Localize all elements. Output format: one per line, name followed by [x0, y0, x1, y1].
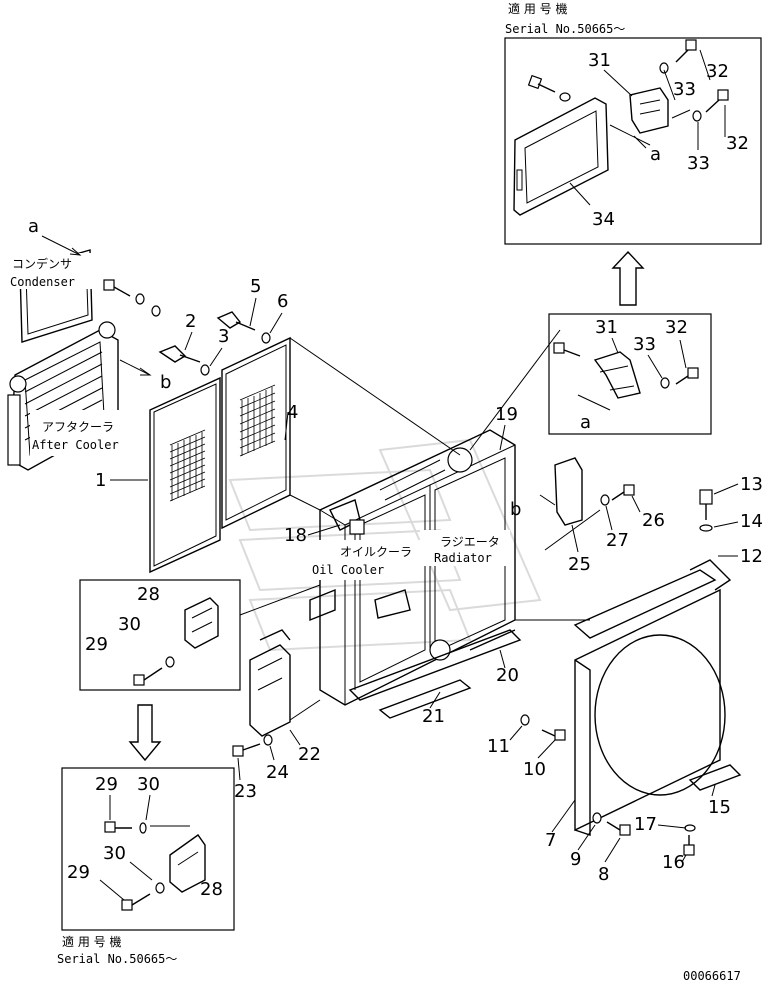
bracket-frame-34 [513, 97, 609, 216]
view-mark-b-left: b [160, 372, 171, 393]
bolt-condenser [103, 279, 161, 317]
label-26: 26 [642, 510, 665, 531]
middle-right-inset: a 31 32 33 [548, 313, 712, 435]
aftercooler-en: After Cooler [32, 438, 119, 452]
label-33-mid: 33 [633, 334, 656, 355]
label-2: 2 [185, 311, 196, 332]
label-20: 20 [496, 665, 519, 686]
label-3: 3 [218, 326, 229, 347]
label-21: 21 [422, 706, 445, 727]
label-27: 27 [606, 530, 629, 551]
bottom-inset-frame [61, 767, 235, 931]
bottom-left-inset: 29 30 30 29 28 [61, 767, 235, 931]
bottom-note-line2: Serial No.50665～ [57, 952, 177, 966]
label-33-top-a: 33 [673, 79, 696, 100]
label-30-bottom-b: 30 [103, 843, 126, 864]
label-17: 17 [634, 814, 657, 835]
top-inset: 適 用 号 機 Serial No.50665～ a 31 [504, 1, 762, 245]
bolt-32-mid [675, 367, 699, 385]
label-16: 16 [662, 852, 685, 873]
label-10: 10 [523, 759, 546, 780]
middle-inset-frame [548, 313, 712, 435]
label-11: 11 [487, 736, 510, 757]
label-1: 1 [95, 470, 106, 491]
label-12: 12 [740, 546, 763, 567]
radiator-jp: ラジエータ [440, 535, 500, 549]
bolts-fan-shroud [520, 714, 696, 856]
label-28-left: 28 [137, 584, 160, 605]
part-labels: 1 2 3 4 5 6 7 8 9 10 11 12 13 14 15 16 1… [95, 276, 763, 885]
label-22: 22 [298, 744, 321, 765]
label-8: 8 [598, 864, 609, 885]
view-mark-a-left: a [28, 216, 39, 237]
fan-shroud [573, 489, 742, 836]
radiator-en: Radiator [434, 551, 492, 565]
up-arrow-right [611, 250, 645, 306]
bottom-note-line1: 適 用 号 機 [62, 934, 121, 949]
label-29-bottom-a: 29 [95, 774, 118, 795]
label-34: 34 [592, 209, 615, 230]
aftercooler-jp: アフタクーラ [42, 420, 114, 434]
label-23: 23 [234, 781, 257, 802]
connection-lines [239, 329, 601, 721]
bolt-32-lower [692, 89, 729, 122]
top-inset-frame [504, 37, 762, 245]
label-32-top-a: 32 [706, 61, 729, 82]
view-mark-a-top: a [650, 144, 661, 165]
condenser-jp: コンデンサ [12, 256, 72, 271]
bracket-25: b [510, 457, 635, 526]
oilcooler-en: Oil Cooler [312, 563, 384, 577]
oilcooler-jp: オイルクーラ [340, 545, 412, 559]
label-31-top: 31 [588, 50, 611, 71]
label-14: 14 [740, 511, 763, 532]
wing-bolt-5 [216, 311, 271, 344]
down-arrow-left [128, 704, 162, 762]
label-31-mid: 31 [595, 317, 618, 338]
view-mark-b-main: b [510, 499, 521, 520]
label-7: 7 [545, 830, 556, 851]
label-19: 19 [495, 404, 518, 425]
label-5: 5 [250, 276, 261, 297]
shroud-top-plate [573, 569, 717, 639]
bolt-29-upper [104, 821, 147, 834]
label-30-bottom-a: 30 [137, 774, 160, 795]
label-13: 13 [740, 474, 763, 495]
top-note-line2: Serial No.50665～ [505, 22, 625, 36]
radiator-main-assembly: ラジエータ Radiator オイルクーラ Oil Cooler [309, 429, 522, 719]
top-note-line1: 適 用 号 機 [508, 1, 567, 16]
label-32-top-b: 32 [726, 133, 749, 154]
label-24: 24 [266, 762, 289, 783]
bolt-mid-left [553, 342, 581, 357]
label-29-bottom-b: 29 [67, 862, 90, 883]
screen-1 [149, 376, 221, 574]
label-30-left: 30 [118, 614, 141, 635]
label-29-left: 29 [85, 634, 108, 655]
bracket-31-mid [593, 351, 641, 399]
label-32-mid: 32 [665, 317, 688, 338]
bracket-22 [232, 629, 291, 757]
bolt-32-upper [659, 39, 697, 74]
label-18: 18 [284, 525, 307, 546]
bracket-31 [629, 87, 669, 134]
doc-number: 00066617 [683, 969, 741, 983]
left-inset: 28 30 29 [79, 579, 241, 691]
label-9: 9 [570, 849, 581, 870]
label-6: 6 [277, 291, 288, 312]
condenser-en: Condenser [10, 275, 75, 289]
wing-bolt-2 [158, 345, 210, 376]
label-33-top-b: 33 [687, 153, 710, 174]
label-15: 15 [708, 797, 731, 818]
condenser-assembly: コンデンサ Condenser a [8, 216, 161, 343]
screen-4 [221, 336, 291, 530]
view-mark-a-mid: a [580, 412, 591, 433]
label-25: 25 [568, 554, 591, 575]
label-28-bottom: 28 [200, 879, 223, 900]
bolt-top-left [527, 74, 571, 102]
label-4: 4 [287, 402, 298, 423]
aftercooler-assembly: b アフタクーラ After Cooler [7, 321, 171, 471]
left-inset-frame [79, 579, 241, 691]
